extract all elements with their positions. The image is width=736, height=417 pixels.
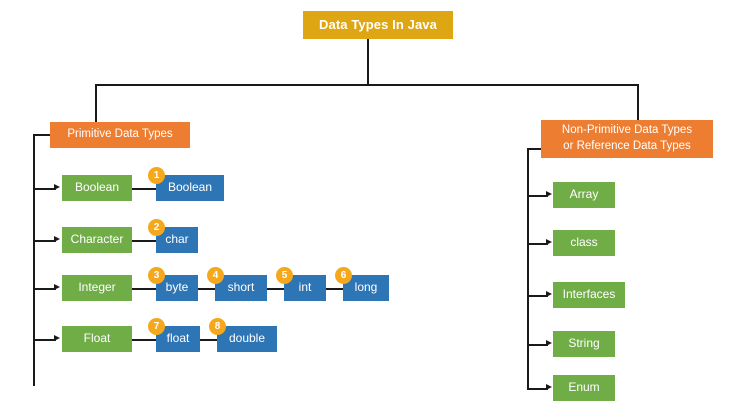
group-box-character-label: Character bbox=[70, 232, 124, 247]
non-primitive-spine-entry-line bbox=[527, 148, 542, 150]
diagram-title-label: Data Types In Java bbox=[319, 16, 437, 32]
primitive-branch-line-3 bbox=[33, 339, 56, 341]
non-primitive-branch-arrow-3 bbox=[546, 340, 552, 347]
group-box-integer: Integer bbox=[62, 275, 132, 301]
root-stem-line bbox=[367, 39, 369, 84]
non-primitive-branch-arrow-2 bbox=[546, 291, 552, 298]
link-line-integer-1 bbox=[198, 288, 215, 290]
link-line-float-0 bbox=[132, 339, 156, 341]
link-line-float-1 bbox=[200, 339, 217, 341]
root-left-drop-line bbox=[95, 84, 97, 122]
type-badge-8: 8 bbox=[209, 318, 226, 335]
type-box-long-label: long bbox=[354, 280, 378, 295]
item-box-enum: Enum bbox=[553, 375, 615, 401]
group-box-boolean-label: Boolean bbox=[74, 180, 120, 195]
type-badge-2: 2 bbox=[148, 219, 165, 236]
type-badge-5-number: 5 bbox=[281, 270, 288, 281]
primitive-branch-arrow-3 bbox=[54, 335, 60, 342]
item-box-enum-label: Enum bbox=[568, 380, 600, 395]
group-box-boolean: Boolean bbox=[62, 175, 132, 201]
type-badge-5: 5 bbox=[276, 267, 293, 284]
type-badge-8-number: 8 bbox=[214, 321, 221, 332]
type-box-short: short bbox=[215, 275, 267, 301]
group-box-float-label: Float bbox=[83, 331, 111, 346]
non-primitive-spine-line bbox=[527, 148, 529, 388]
type-box-boolean: Boolean bbox=[156, 175, 224, 201]
type-box-double: double bbox=[217, 326, 277, 352]
link-line-character-0 bbox=[132, 240, 156, 242]
type-box-char: char bbox=[156, 227, 198, 253]
item-box-string: String bbox=[553, 331, 615, 357]
type-box-boolean-label: Boolean bbox=[167, 180, 213, 195]
type-badge-4: 4 bbox=[207, 267, 224, 284]
primitive-branch-line-0 bbox=[33, 188, 56, 190]
type-box-int-label: int bbox=[298, 280, 312, 295]
type-badge-7-number: 7 bbox=[153, 321, 160, 332]
non-primitive-branch-arrow-1 bbox=[546, 239, 552, 246]
type-badge-7: 7 bbox=[148, 318, 165, 335]
root-split-line bbox=[95, 84, 638, 86]
item-box-interfaces-label: Interfaces bbox=[562, 287, 616, 302]
type-box-int: int bbox=[284, 275, 326, 301]
link-line-integer-3 bbox=[326, 288, 343, 290]
group-box-character: Character bbox=[62, 227, 132, 253]
diagram-title-box: Data Types In Java bbox=[303, 11, 453, 39]
type-box-byte-label: byte bbox=[165, 280, 189, 295]
non-primitive-branch-line-4 bbox=[527, 388, 548, 390]
type-badge-3-number: 3 bbox=[153, 270, 160, 281]
type-badge-1-number: 1 bbox=[153, 170, 160, 181]
branch-header-non-primitive-line1: Non-Primitive Data Types bbox=[561, 124, 693, 137]
link-line-boolean-0 bbox=[132, 188, 156, 190]
primitive-branch-arrow-0 bbox=[54, 184, 60, 191]
non-primitive-branch-line-1 bbox=[527, 243, 548, 245]
type-box-double-label: double bbox=[228, 331, 266, 346]
primitive-spine-entry-line bbox=[33, 134, 51, 136]
item-box-string-label: String bbox=[568, 336, 600, 351]
non-primitive-branch-arrow-4 bbox=[546, 384, 552, 391]
type-badge-1: 1 bbox=[148, 167, 165, 184]
non-primitive-branch-line-3 bbox=[527, 344, 548, 346]
type-badge-6: 6 bbox=[335, 267, 352, 284]
primitive-branch-line-1 bbox=[33, 240, 56, 242]
type-box-short-label: short bbox=[227, 280, 255, 295]
type-box-float-label: float bbox=[166, 331, 190, 346]
branch-header-non-primitive-line2: or Reference Data Types bbox=[563, 140, 691, 152]
group-box-float: Float bbox=[62, 326, 132, 352]
group-box-integer-label: Integer bbox=[78, 280, 116, 295]
non-primitive-branch-line-2 bbox=[527, 295, 548, 297]
primitive-branch-arrow-2 bbox=[54, 284, 60, 291]
link-line-integer-0 bbox=[132, 288, 156, 290]
type-badge-6-number: 6 bbox=[340, 270, 347, 281]
non-primitive-branch-line-0 bbox=[527, 195, 548, 197]
non-primitive-branch-arrow-0 bbox=[546, 191, 552, 198]
branch-header-primitive-label: Primitive Data Types bbox=[67, 128, 173, 141]
type-box-char-label: char bbox=[165, 232, 189, 247]
branch-header-primitive: Primitive Data Types bbox=[50, 122, 190, 148]
primitive-spine-line bbox=[33, 134, 35, 386]
item-box-class: class bbox=[553, 230, 615, 256]
item-box-array-label: Array bbox=[569, 187, 599, 202]
type-badge-4-number: 4 bbox=[212, 270, 219, 281]
type-badge-2-number: 2 bbox=[153, 222, 160, 233]
branch-header-non-primitive: Non-Primitive Data Types or Reference Da… bbox=[541, 120, 713, 158]
type-badge-3: 3 bbox=[148, 267, 165, 284]
primitive-branch-arrow-1 bbox=[54, 236, 60, 243]
item-box-array: Array bbox=[553, 182, 615, 208]
item-box-interfaces: Interfaces bbox=[553, 282, 625, 308]
root-right-drop-line bbox=[637, 84, 639, 122]
item-box-class-label: class bbox=[570, 235, 598, 250]
link-line-integer-2 bbox=[267, 288, 284, 290]
primitive-branch-line-2 bbox=[33, 288, 56, 290]
